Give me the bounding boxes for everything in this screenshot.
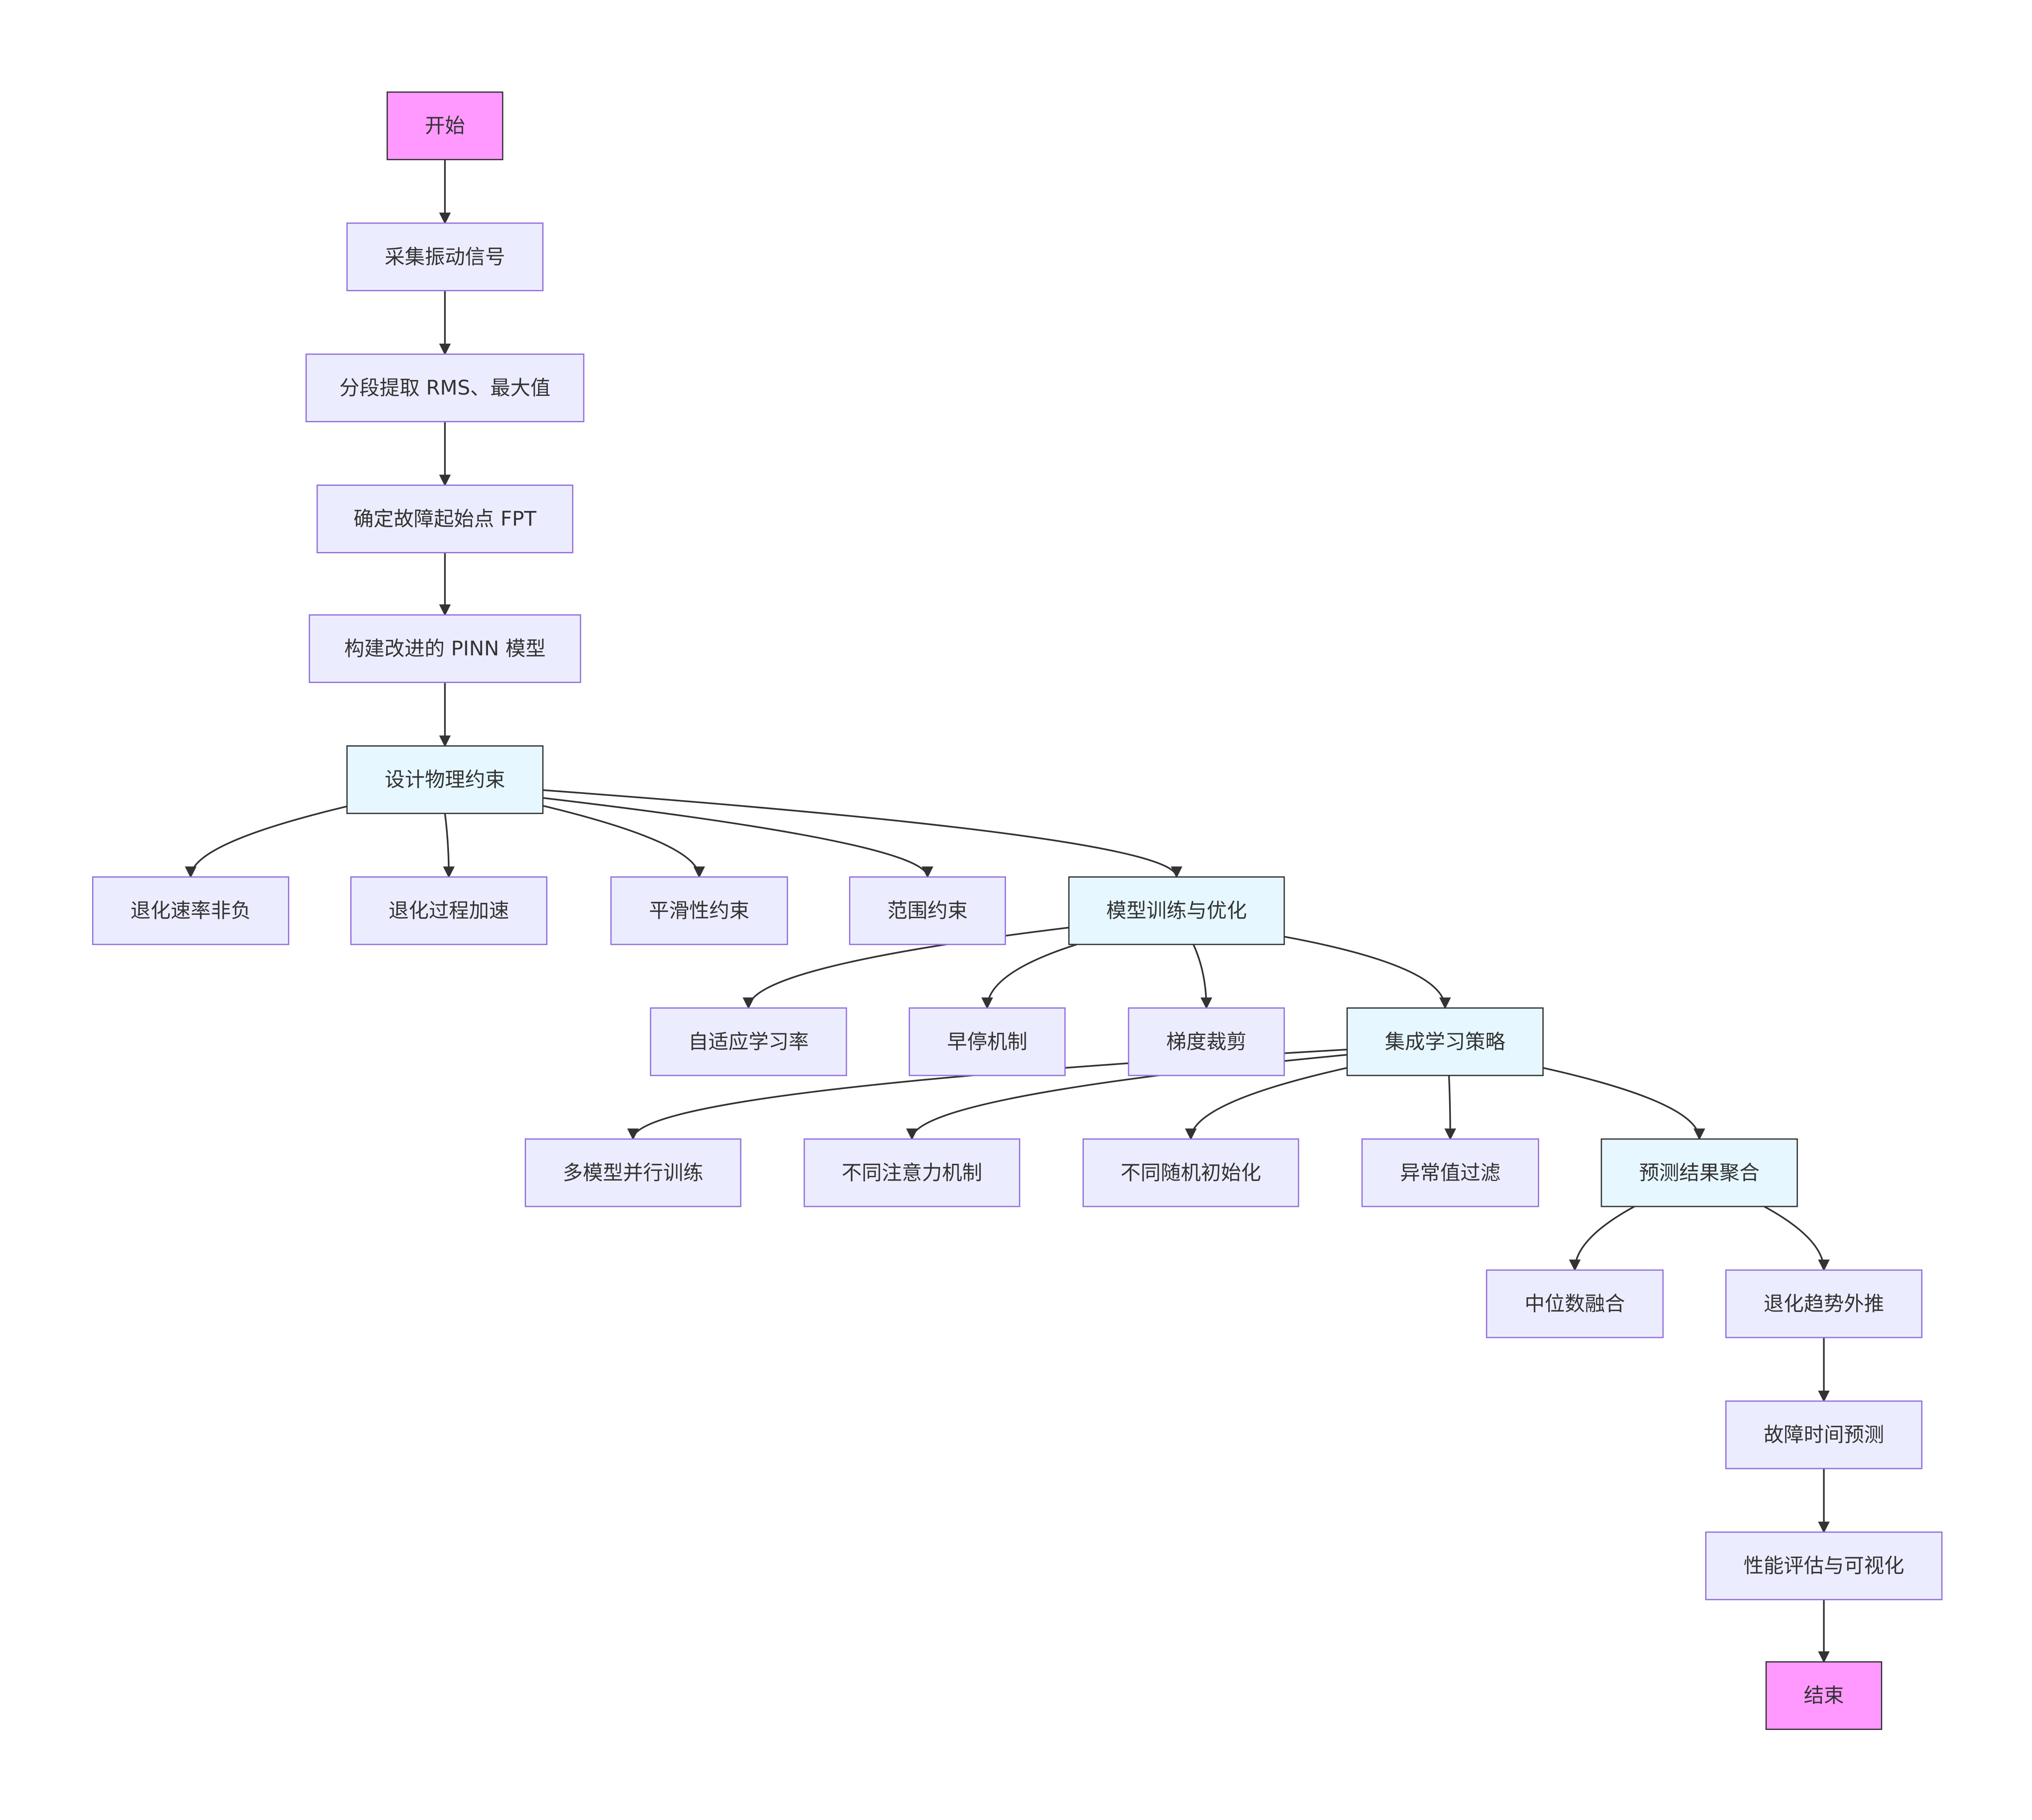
node-range: 范围约束 bbox=[849, 876, 1006, 945]
edge-physics-to-nonneg bbox=[185, 805, 351, 878]
edge-aggregate-to-median bbox=[1569, 1206, 1635, 1271]
node-box-parallel bbox=[525, 1138, 741, 1207]
node-pinn: 构建改进的 PINN 模型 bbox=[308, 614, 581, 683]
node-label-start: 开始 bbox=[425, 114, 465, 138]
node-box-adaptlr bbox=[650, 1007, 847, 1076]
node-box-accel bbox=[350, 876, 548, 945]
edge-train-to-earlystop bbox=[981, 943, 1077, 1009]
node-box-nonneg bbox=[92, 876, 290, 945]
node-outlier: 异常值过滤 bbox=[1361, 1138, 1539, 1207]
node-label-randinit: 不同随机初始化 bbox=[1121, 1161, 1261, 1184]
node-box-outlier bbox=[1361, 1138, 1539, 1207]
node-box-end bbox=[1765, 1661, 1883, 1730]
node-attention: 不同注意力机制 bbox=[803, 1138, 1021, 1207]
node-extract: 分段提取 RMS、最大值 bbox=[305, 353, 585, 422]
node-box-ensemble bbox=[1346, 1007, 1544, 1076]
node-label-physics: 设计物理约束 bbox=[385, 768, 505, 791]
node-label-aggregate: 预测结果聚合 bbox=[1639, 1161, 1760, 1184]
node-train: 模型训练与优化 bbox=[1068, 876, 1285, 945]
node-box-aggregate bbox=[1601, 1138, 1798, 1207]
node-smooth: 平滑性约束 bbox=[610, 876, 788, 945]
edge-aggregate-to-trend bbox=[1764, 1206, 1830, 1271]
node-end: 结束 bbox=[1765, 1661, 1883, 1730]
node-parallel: 多模型并行训练 bbox=[525, 1138, 741, 1207]
node-label-attention: 不同注意力机制 bbox=[842, 1161, 982, 1184]
node-adaptlr: 自适应学习率 bbox=[650, 1007, 847, 1076]
node-failtime: 故障时间预测 bbox=[1725, 1400, 1923, 1469]
node-box-gradclip bbox=[1128, 1007, 1285, 1076]
node-label-train: 模型训练与优化 bbox=[1106, 899, 1247, 922]
edge-physics-to-smooth bbox=[542, 805, 705, 878]
node-box-evaluate bbox=[1705, 1531, 1943, 1600]
node-label-nonneg: 退化速率非负 bbox=[131, 899, 251, 922]
node-label-parallel: 多模型并行训练 bbox=[563, 1161, 703, 1184]
node-earlystop: 早停机制 bbox=[908, 1007, 1066, 1076]
edge-physics-to-range bbox=[542, 797, 934, 878]
node-box-failtime bbox=[1725, 1400, 1923, 1469]
node-box-physics bbox=[346, 745, 544, 814]
node-box-range bbox=[849, 876, 1006, 945]
node-fpt: 确定故障起始点 FPT bbox=[316, 484, 574, 554]
node-label-smooth: 平滑性约束 bbox=[649, 899, 749, 922]
node-label-evaluate: 性能评估与可视化 bbox=[1744, 1554, 1904, 1578]
edge-train-to-ensemble bbox=[1284, 936, 1451, 1009]
node-box-trend bbox=[1725, 1269, 1923, 1338]
node-box-collect bbox=[346, 222, 544, 291]
node-label-fpt: 确定故障起始点 FPT bbox=[354, 507, 537, 531]
node-trend: 退化趋势外推 bbox=[1725, 1269, 1923, 1338]
node-aggregate: 预测结果聚合 bbox=[1601, 1138, 1798, 1207]
node-label-extract: 分段提取 RMS、最大值 bbox=[339, 376, 551, 400]
node-start: 开始 bbox=[386, 91, 503, 160]
node-gradclip: 梯度裁剪 bbox=[1128, 1007, 1285, 1076]
node-box-pinn bbox=[308, 614, 581, 683]
node-label-gradclip: 梯度裁剪 bbox=[1166, 1030, 1247, 1053]
node-randinit: 不同随机初始化 bbox=[1083, 1138, 1299, 1207]
node-label-accel: 退化过程加速 bbox=[389, 899, 509, 922]
node-nonneg: 退化速率非负 bbox=[92, 876, 290, 945]
edge-ensemble-to-outlier bbox=[1444, 1075, 1456, 1140]
node-box-randinit bbox=[1083, 1138, 1299, 1207]
node-label-median: 中位数融合 bbox=[1524, 1292, 1625, 1316]
node-label-outlier: 异常值过滤 bbox=[1400, 1161, 1501, 1184]
node-accel: 退化过程加速 bbox=[350, 876, 548, 945]
node-label-ensemble: 集成学习策略 bbox=[1385, 1030, 1505, 1053]
node-box-extract bbox=[305, 353, 585, 422]
node-box-fpt bbox=[316, 484, 574, 554]
node-label-collect: 采集振动信号 bbox=[385, 245, 505, 269]
node-collect: 采集振动信号 bbox=[346, 222, 544, 291]
node-box-attention bbox=[803, 1138, 1021, 1207]
node-ensemble: 集成学习策略 bbox=[1346, 1007, 1544, 1076]
node-label-range: 范围约束 bbox=[887, 899, 967, 922]
node-label-end: 结束 bbox=[1804, 1684, 1844, 1707]
edge-ensemble-to-aggregate bbox=[1542, 1067, 1705, 1140]
node-physics: 设计物理约束 bbox=[346, 745, 544, 814]
node-label-trend: 退化趋势外推 bbox=[1764, 1292, 1884, 1316]
node-box-smooth bbox=[610, 876, 788, 945]
node-evaluate: 性能评估与可视化 bbox=[1705, 1531, 1943, 1600]
node-label-failtime: 故障时间预测 bbox=[1764, 1423, 1884, 1447]
node-box-median bbox=[1486, 1269, 1664, 1338]
edge-train-to-gradclip bbox=[1193, 944, 1212, 1009]
node-box-start bbox=[386, 91, 503, 160]
node-label-adaptlr: 自适应学习率 bbox=[688, 1030, 809, 1053]
edge-physics-to-accel bbox=[443, 813, 455, 878]
edge-physics-to-train bbox=[542, 789, 1183, 878]
node-label-earlystop: 早停机制 bbox=[947, 1030, 1027, 1053]
node-box-earlystop bbox=[908, 1007, 1066, 1076]
node-median: 中位数融合 bbox=[1486, 1269, 1664, 1338]
edge-ensemble-to-randinit bbox=[1185, 1067, 1348, 1140]
node-box-train bbox=[1068, 876, 1285, 945]
node-label-pinn: 构建改进的 PINN 模型 bbox=[344, 637, 546, 660]
